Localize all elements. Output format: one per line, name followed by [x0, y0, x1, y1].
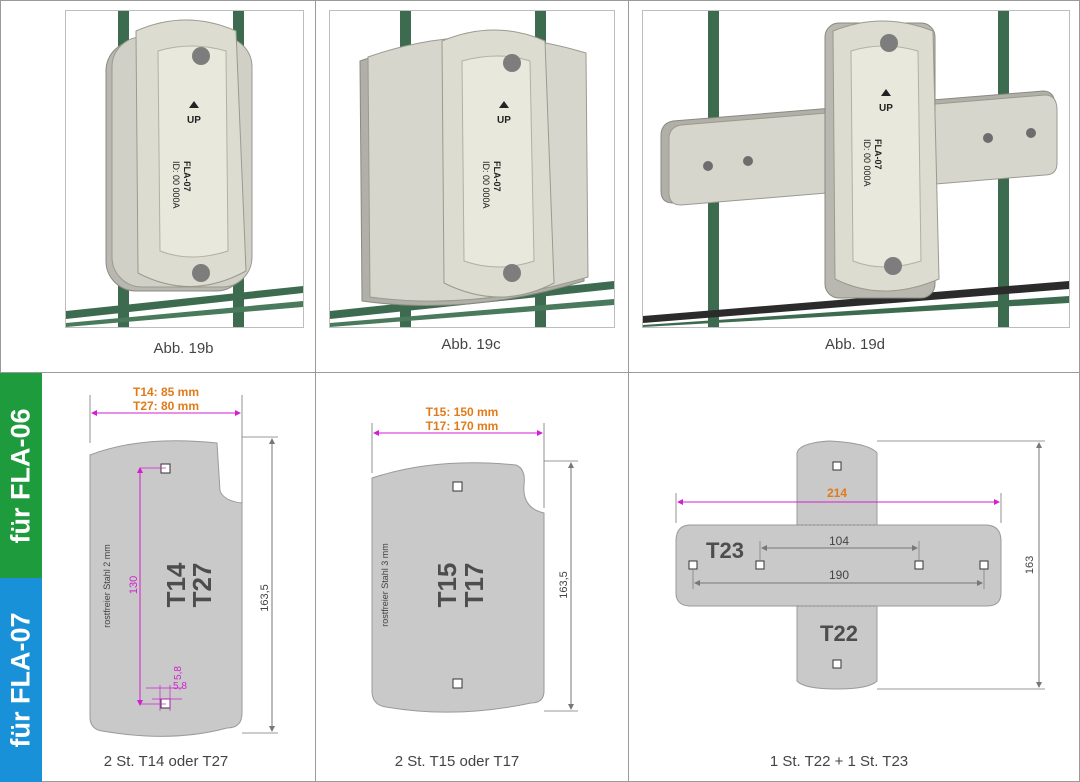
caption-19d: Abb. 19d [824, 336, 886, 353]
material-t14: rostfreier Stahl 2 mm [102, 544, 112, 628]
device-id-label: ID: 00 000A [481, 161, 491, 209]
photo-19d: UP FLA-07 ID: 00 000A [642, 10, 1070, 328]
dim-width-t23: 214 [827, 486, 847, 500]
photo-19c: UP FLA-07 ID: 00 000A [329, 10, 615, 328]
device-model-label: FLA-07 [873, 139, 883, 170]
grid-divider [628, 0, 629, 782]
photo-19b-illustration: UP FLA-07 ID: 00 000A [66, 11, 303, 327]
plate-name-t27: T27 [187, 563, 217, 608]
plate-name-t23: T23 [706, 538, 744, 563]
caption-t22: 1 St. T22 + 1 St. T23 [770, 753, 908, 770]
device-model-label: FLA-07 [492, 161, 502, 192]
caption-19c: Abb. 19c [441, 336, 501, 353]
device-up-label: UP [497, 115, 511, 126]
side-tab-fla07: für FLA-07 [0, 578, 42, 782]
drawing-t15-t17: T15: 150 mm T17: 170 mm 163,5 rostfreier… [371, 405, 578, 770]
drawing-t14-t27: T14: 85 mm T27: 80 mm 163,5 130 5,8 5,8 … [89, 385, 278, 770]
side-tab-fla06-label: für FLA-06 [5, 408, 36, 543]
photo-19b: UP FLA-07 ID: 00 000A [65, 10, 304, 328]
plate-name-t17: T17 [459, 563, 489, 608]
caption-19b: Abb. 19b [153, 340, 214, 357]
dim-label-t27: T27: 80 mm [133, 399, 199, 413]
dim-hole-h: 5,8 [173, 681, 187, 692]
dim-height-t15: 163,5 [558, 571, 570, 599]
grid-divider [0, 0, 1080, 1]
dim-height-t14: 163,5 [259, 584, 271, 612]
dim-inner-t14: 130 [128, 576, 140, 594]
grid-divider [0, 372, 1080, 373]
grid-divider [315, 0, 316, 782]
material-t15: rostfreier Stahl 3 mm [380, 543, 390, 627]
side-tab-fla07-label: für FLA-07 [5, 612, 36, 748]
plate-name-t22: T22 [820, 621, 858, 646]
dim-outer-t23: 190 [829, 568, 849, 582]
caption-t15: 2 St. T15 oder T17 [395, 753, 520, 770]
side-tab-fla06: für FLA-06 [0, 373, 42, 578]
device-up-label: UP [187, 115, 201, 126]
dim-hole-v: 5,8 [173, 666, 184, 680]
device-id-label: ID: 00 000A [862, 139, 872, 187]
dim-label-t15: T15: 150 mm [426, 405, 499, 419]
caption-t14: 2 St. T14 oder T27 [104, 753, 229, 770]
device-model-label: FLA-07 [182, 161, 192, 192]
photo-19c-illustration: UP FLA-07 ID: 00 000A [330, 11, 614, 327]
plate-name-t14: T14 [161, 562, 191, 607]
dim-label-t17: T17: 170 mm [426, 419, 499, 433]
dim-height-t22: 163 [1024, 556, 1036, 574]
plate-name-t15: T15 [432, 563, 462, 608]
drawing-t22-t23: 214 104 190 163 T23 T22 1 St. T22 + 1 St… [675, 440, 1045, 770]
photo-19d-illustration: UP FLA-07 ID: 00 000A [643, 11, 1069, 327]
dim-label-t14: T14: 85 mm [133, 385, 199, 399]
device-id-label: ID: 00 000A [171, 161, 181, 209]
device-up-label: UP [879, 103, 893, 114]
dim-inner-t23: 104 [829, 534, 849, 548]
